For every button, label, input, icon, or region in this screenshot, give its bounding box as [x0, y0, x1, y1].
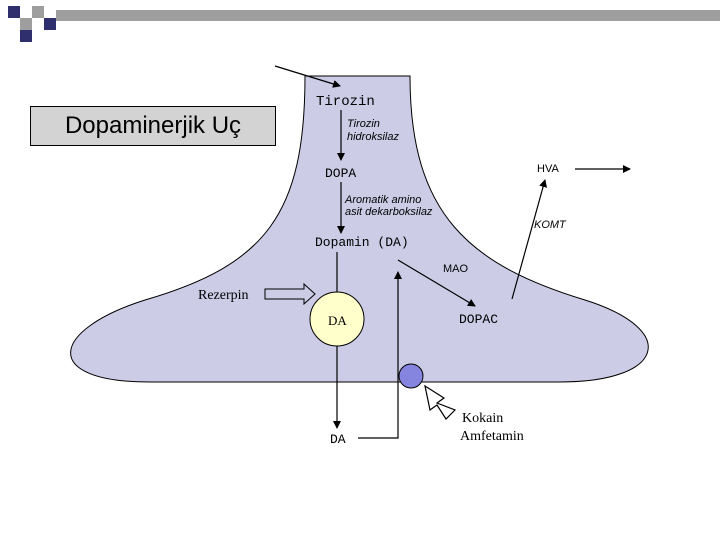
deco-square-2: [20, 18, 32, 30]
nerve-terminal: [70, 75, 649, 383]
dopamine-transporter: [398, 363, 424, 389]
amfetamin-label: Amfetamin: [460, 429, 524, 444]
title-box: Dopaminerjik Uç: [30, 106, 276, 146]
corner-decoration: [8, 6, 720, 42]
deco-square-1: [8, 6, 20, 18]
rezerpin-label: Rezerpin: [198, 288, 249, 303]
deco-square-3: [32, 6, 44, 18]
da-vesicle-label: DA: [328, 313, 347, 328]
deco-square-5: [20, 30, 32, 42]
title-text: Dopaminerjik Uç: [64, 112, 242, 139]
komt-label: KOMT: [534, 219, 567, 231]
mao-label: MAO: [443, 263, 469, 275]
tirozin-hidroksilaz-label-2: hidroksilaz: [347, 131, 399, 143]
dopa-label: DOPA: [325, 166, 356, 181]
tirozin-label: Tirozin: [316, 94, 375, 110]
rezerpin-block-arrow: [264, 282, 316, 306]
tirozin-hidroksilaz-label-1: Tirozin: [347, 118, 380, 130]
mao-arrow: [397, 259, 476, 307]
deco-square-4: [44, 18, 56, 30]
hva-label: HVA: [537, 163, 559, 175]
dopamin-label: Dopamin (DA): [315, 235, 409, 250]
aromatik-label-2: asit dekarboksilaz: [345, 206, 433, 218]
da-synapse-label: DA: [330, 432, 346, 447]
kokain-block-arrow: [424, 384, 457, 420]
deco-bar: [56, 10, 720, 21]
komt-line: [511, 179, 547, 300]
dopac-label: DOPAC: [459, 312, 498, 327]
reuptake-path: [358, 271, 402, 439]
kokain-label: Kokain: [462, 411, 503, 426]
aromatik-label-1: Aromatik amino: [344, 194, 421, 206]
tirozin-entry-arrow: [274, 65, 341, 88]
